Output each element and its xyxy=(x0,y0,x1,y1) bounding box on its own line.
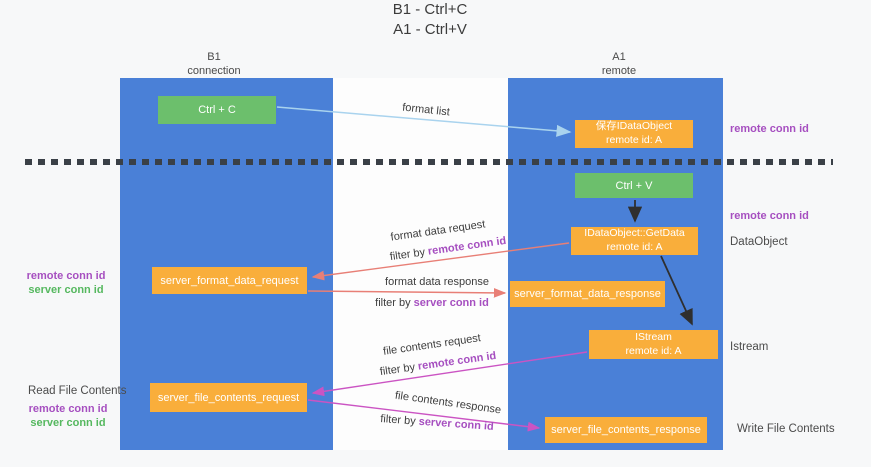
right-remote-conn-id-1: remote conn id xyxy=(730,123,809,135)
server-format-data-response-label: server_format_data_response xyxy=(514,288,661,300)
format-data-response-label: format data response xyxy=(385,276,489,288)
read-file-contents-label: Read File Contents xyxy=(28,385,127,397)
title-line-2: A1 - Ctrl+V xyxy=(393,20,467,38)
ctrl-c-box: Ctrl + C xyxy=(158,96,276,124)
server-format-data-response-box: server_format_data_response xyxy=(510,281,665,307)
save-idataobject-line1: 保存IDataObject xyxy=(595,120,673,133)
istream-line2: remote id: A xyxy=(625,344,682,357)
ctrl-v-box: Ctrl + V xyxy=(575,173,693,198)
ctrl-v-label: Ctrl + V xyxy=(615,179,653,192)
left-remote-conn-id-1: remote conn id xyxy=(26,270,106,282)
istream-box: IStream remote id: A xyxy=(589,330,718,359)
left-column-title: B1 xyxy=(207,51,221,63)
left-server-conn-id-2: server conn id xyxy=(30,417,106,429)
idataobject-getdata-line2: remote id: A xyxy=(606,241,663,253)
server-file-contents-request-label: server_file_contents_request xyxy=(157,391,300,404)
left-remote-conn-id-2: remote conn id xyxy=(28,403,108,415)
server-file-contents-response-label: server_file_contents_response xyxy=(551,424,701,436)
server-file-contents-request-box: server_file_contents_request xyxy=(150,383,307,412)
save-idataobject-box: 保存IDataObject remote id: A xyxy=(575,120,693,148)
idataobject-getdata-box: IDataObject::GetData remote id: A xyxy=(571,227,698,255)
left-server-conn-id-1: server conn id xyxy=(28,284,104,296)
left-column-header: B1 connection xyxy=(154,50,274,79)
title-line-1: B1 - Ctrl+C xyxy=(392,1,468,18)
right-column-subtitle: remote xyxy=(601,65,637,78)
istream-side-label: Istream xyxy=(730,341,769,353)
server-format-data-request-label: server_format_data_request xyxy=(160,274,299,287)
left-conn-id-pair-1: remote conn id server conn id xyxy=(20,269,112,297)
right-remote-conn-id-2: remote conn id xyxy=(730,210,809,222)
server-file-contents-response-box: server_file_contents_response xyxy=(545,417,707,443)
right-column-title: A1 xyxy=(612,51,626,63)
left-conn-id-pair-2: remote conn id server conn id xyxy=(22,402,114,430)
ctrl-c-label: Ctrl + C xyxy=(198,104,236,116)
right-column-header: A1 remote xyxy=(559,50,679,79)
write-file-contents-label: Write File Contents xyxy=(737,423,835,435)
left-column-subtitle: connection xyxy=(187,65,241,78)
dataobject-label: DataObject xyxy=(730,236,788,248)
dashed-separator xyxy=(25,159,833,165)
istream-line1: IStream xyxy=(635,330,672,343)
save-idataobject-line2: remote id: A xyxy=(605,134,663,146)
idataobject-getdata-line1: IDataObject::GetData xyxy=(584,227,685,240)
diagram-title: B1 - Ctrl+C A1 - Ctrl+V xyxy=(0,0,860,39)
server-format-data-request-box: server_format_data_request xyxy=(152,267,307,294)
